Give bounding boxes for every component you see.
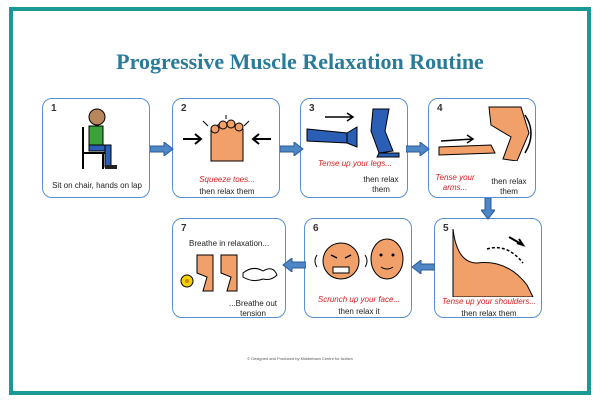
squeezed-toes-icon — [183, 115, 271, 162]
arrow-right-icon — [150, 142, 174, 156]
page-title: Progressive Muscle Relaxation Routine — [116, 49, 484, 74]
step-7-line2: ...Breathe out tension — [228, 299, 278, 318]
step-7-line1: Breathe in relaxation... — [189, 239, 270, 248]
step-1-card: 1 Sit on chair, hands on lap — [42, 98, 150, 198]
step-5-card: 5 Tense up your shoulders... then relax … — [434, 218, 542, 318]
footer-credit: © Designed and Produced by Middletown Ce… — [247, 356, 353, 361]
tensed-shoulder-icon — [452, 228, 534, 297]
step-6-relax: then relax it — [338, 307, 380, 316]
step-number: 2 — [181, 103, 187, 114]
tensed-arm-icon — [438, 106, 532, 161]
step-number: 4 — [437, 103, 443, 114]
step-5-relax: then relax them — [461, 309, 517, 318]
step-2-instruction: Squeeze toes... — [199, 175, 255, 184]
step-4-card: 4 Tense your arms... then relax them — [428, 98, 536, 198]
scrunched-face-icon — [314, 238, 404, 280]
person-on-chair-icon — [82, 108, 117, 169]
step-3-instruction: Tense up your legs... — [318, 159, 392, 168]
step-number: 7 — [181, 223, 187, 234]
step-7-card: 7 Breathe in relaxation... ...Breathe ou… — [172, 218, 286, 318]
arrow-right-icon — [280, 142, 304, 156]
arrow-down-icon — [481, 198, 495, 220]
breathing-icon — [180, 254, 278, 292]
arrow-left-icon — [282, 258, 306, 272]
step-4-relax: then relax them — [491, 177, 527, 196]
step-6-card: 6 Scrunch up your face... then relax it — [304, 218, 412, 318]
step-number: 6 — [313, 223, 319, 234]
step-2-relax: then relax them — [199, 187, 255, 196]
step-3-card: 3 Tense up your legs... then relax them — [300, 98, 408, 198]
step-1-text: Sit on chair, hands on lap — [52, 181, 142, 190]
step-2-card: 2 Squeeze toes... then relax them — [172, 98, 280, 198]
arrow-right-icon — [406, 142, 430, 156]
step-5-instruction: Tense up your shoulders... — [442, 297, 536, 306]
step-number: 5 — [443, 223, 449, 234]
step-4-instruction: Tense your arms... — [435, 173, 475, 192]
step-number: 1 — [51, 103, 57, 114]
step-number: 3 — [309, 103, 315, 114]
page-frame — [9, 7, 591, 395]
arrow-left-icon — [411, 260, 435, 274]
step-3-relax: then relax them — [363, 175, 399, 194]
tensed-legs-icon — [306, 108, 400, 158]
step-6-instruction: Scrunch up your face... — [317, 295, 401, 304]
